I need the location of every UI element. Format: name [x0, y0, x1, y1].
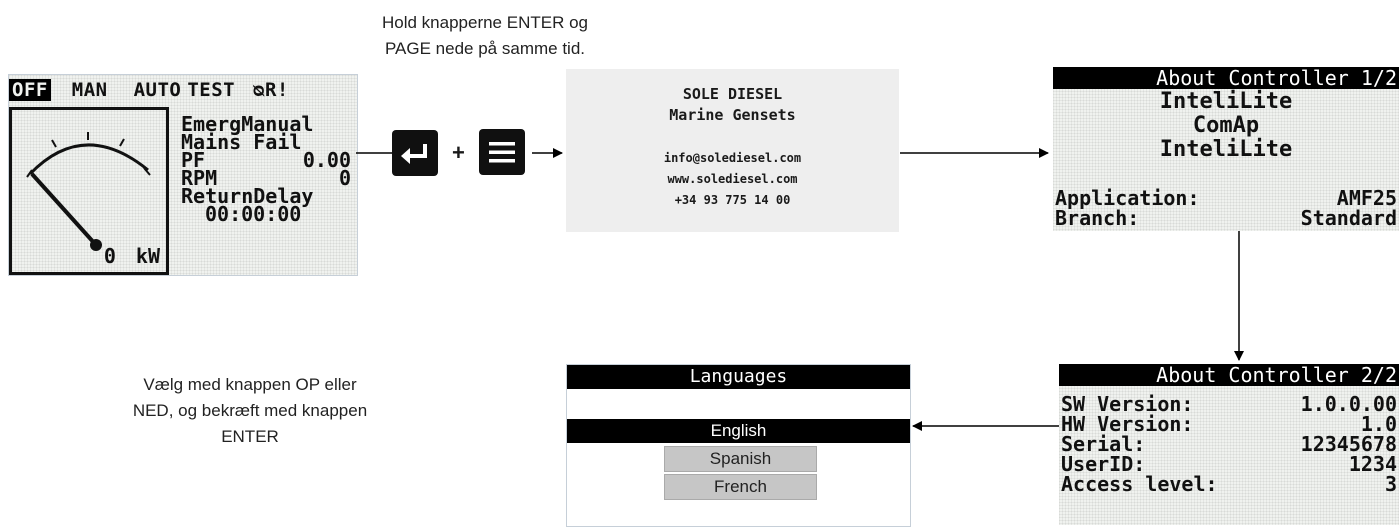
access-level-value: 3: [1384, 472, 1397, 496]
branch-value: Standard: [1300, 206, 1397, 230]
power-readout: 0 kW: [104, 244, 160, 268]
contact-phone: +34 93 775 14 00: [674, 193, 791, 207]
sw-version-value: 1.0.0.00: [1300, 392, 1397, 416]
mode-test: TEST: [187, 79, 236, 101]
top-note-line-1: Hold knapperne ENTER og: [381, 13, 588, 32]
plus-sign: +: [452, 140, 465, 165]
rpm-value: 0: [338, 166, 351, 190]
company-name: SOLE DIESEL: [682, 85, 783, 103]
mode-auto: AUTO: [133, 79, 182, 101]
about-controller-screen-1: About Controller 1/2 InteliLite ComAp In…: [1053, 67, 1399, 231]
userid-label: UserID:: [1061, 452, 1146, 476]
about1-product-line-2: InteliLite: [1159, 137, 1293, 162]
hw-version-label: HW Version:: [1061, 412, 1194, 436]
access-level-row: Access level: 3: [1061, 474, 1397, 494]
company-subtitle: Marine Gensets: [669, 106, 796, 124]
bottom-note-line-1: Vælg med knappen OP eller: [143, 375, 357, 394]
about2-title: About Controller 2/2: [1059, 364, 1399, 386]
pf-value: 0.00: [302, 148, 351, 172]
userid-row: UserID: 1234: [1061, 454, 1397, 474]
userid-value: 1234: [1348, 452, 1397, 476]
about1-manufacturer: ComAp: [1192, 113, 1260, 138]
contact-web: www.solediesel.com: [667, 172, 798, 186]
page-button[interactable]: [479, 129, 525, 175]
enter-icon: [401, 144, 427, 164]
bottom-note-line-2: NED, og bekræft med knappen: [132, 401, 368, 420]
serial-row: Serial: 12345678: [1061, 434, 1397, 454]
return-delay-label: ReturnDelay: [181, 184, 314, 208]
splash-info-box: SOLE DIESEL Marine Gensets info@soledies…: [566, 69, 899, 232]
about-controller-screen-2: About Controller 2/2 SW Version: 1.0.0.0…: [1059, 364, 1399, 525]
mode-man: MAN: [71, 79, 108, 101]
rpm-label: RPM: [181, 166, 218, 190]
power-gauge: 0 kW: [9, 107, 169, 275]
application-label: Application:: [1055, 186, 1200, 210]
about1-product-line-1: InteliLite: [1159, 89, 1293, 114]
language-option-french[interactable]: French: [664, 474, 817, 500]
hw-version-row: HW Version: 1.0: [1061, 414, 1397, 434]
access-level-label: Access level:: [1061, 472, 1218, 496]
about1-title: About Controller 1/2: [1053, 67, 1399, 89]
top-instruction-note: Hold knapperne ENTER og PAGE nede på sam…: [335, 10, 635, 62]
sw-version-label: SW Version:: [1061, 392, 1194, 416]
language-option-english[interactable]: English: [567, 419, 910, 443]
bottom-instruction-note: Vælg med knappen OP eller NED, og bekræf…: [100, 372, 400, 450]
language-option-spanish[interactable]: Spanish: [664, 446, 817, 472]
gauge-dial-icon: [26, 132, 151, 251]
hw-version-value: 1.0: [1360, 412, 1397, 436]
branch-label: Branch:: [1055, 206, 1140, 230]
sw-version-row: SW Version: 1.0.0.00: [1061, 394, 1397, 414]
serial-value: 12345678: [1300, 432, 1397, 456]
status-icons: ᴓR!: [253, 79, 289, 101]
pf-label: PF: [181, 148, 206, 172]
application-value: AMF25: [1336, 186, 1397, 210]
rpm-line: RPM 0: [181, 166, 351, 190]
branch-row: Branch: Standard: [1055, 208, 1397, 228]
application-row: Application: AMF25: [1055, 188, 1397, 208]
mode-off: OFF: [9, 79, 51, 101]
serial-label: Serial:: [1061, 432, 1146, 456]
languages-title: Languages: [567, 365, 910, 389]
menu-icon: [489, 142, 515, 163]
power-unit: kW: [135, 244, 160, 268]
return-delay-value: 00:00:00: [205, 202, 302, 226]
bottom-note-line-3: ENTER: [221, 427, 279, 446]
power-value: 0: [103, 244, 116, 268]
enter-button[interactable]: [392, 130, 438, 176]
top-note-line-2: PAGE nede på samme tid.: [384, 39, 585, 58]
contact-email: info@solediesel.com: [663, 151, 802, 165]
pf-line: PF 0.00: [181, 148, 351, 172]
mode-line: EmergManual: [181, 112, 314, 136]
languages-screen: Languages English Spanish French: [566, 364, 911, 527]
mains-state-line: Mains Fail: [181, 130, 302, 154]
